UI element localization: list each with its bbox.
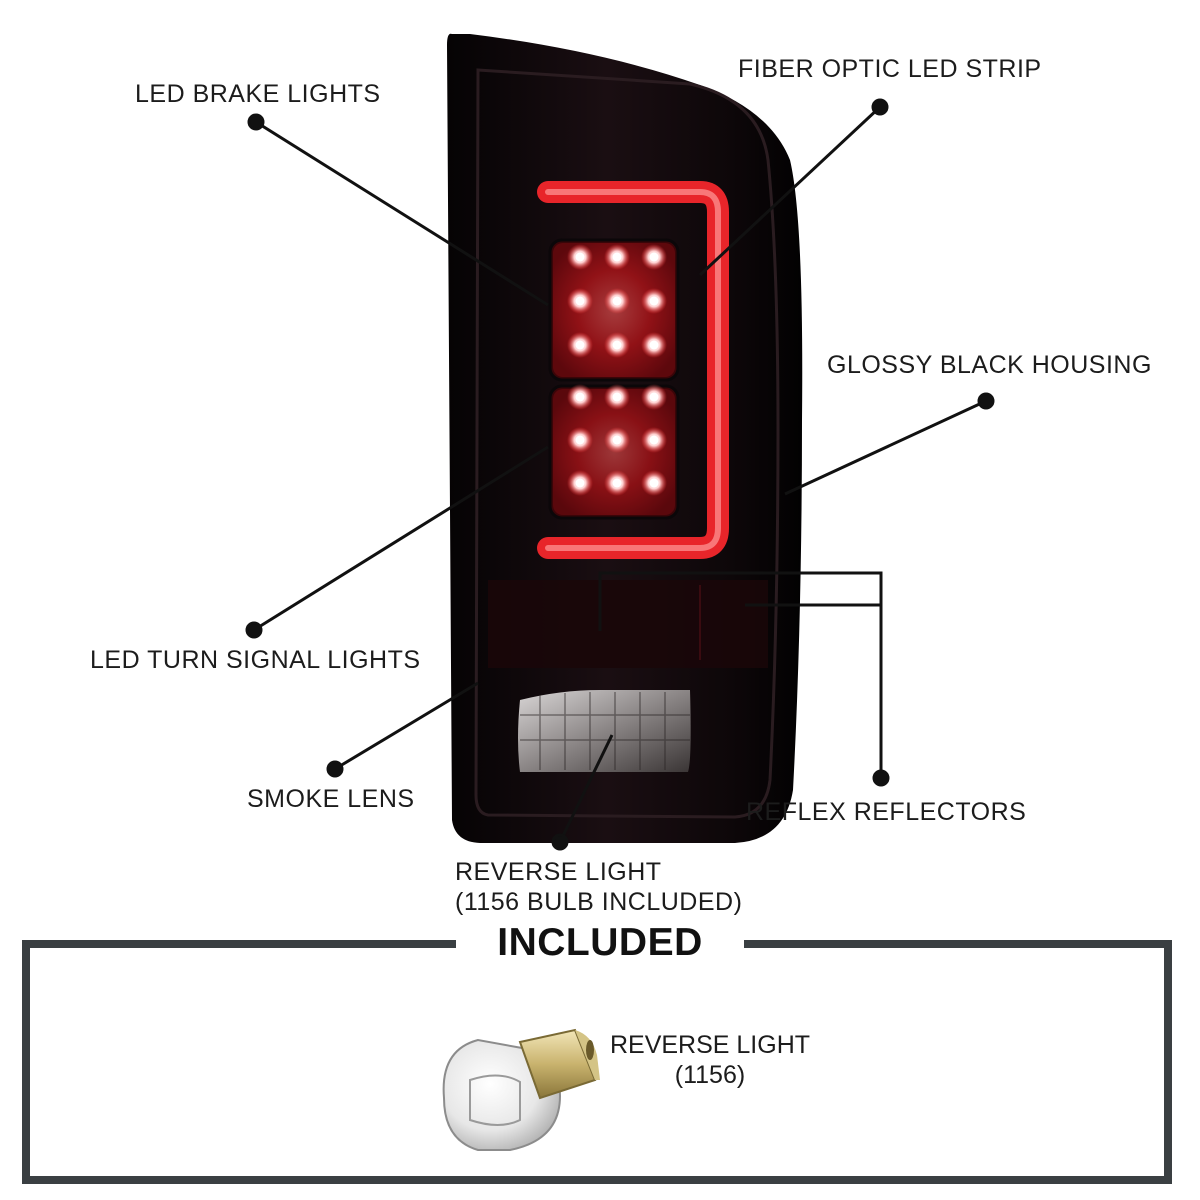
- turn-led-dot: [575, 435, 585, 445]
- turn-led-dot: [612, 392, 622, 402]
- label-fiber-optic-led-strip: FIBER OPTIC LED STRIP: [738, 55, 1042, 83]
- brake-led-dot: [649, 296, 659, 306]
- leader-reflectors: [598, 571, 883, 778]
- turn-led-dot: [575, 478, 585, 488]
- turn-led-dot: [575, 392, 585, 402]
- bulb-1156-image: [442, 1028, 600, 1151]
- leader-reverse: [558, 734, 614, 843]
- leader-smoke: [334, 681, 479, 771]
- turn-led-dot: [649, 478, 659, 488]
- leader-fiber: [698, 105, 882, 277]
- brake-led-dot: [649, 340, 659, 350]
- label-reflex-reflectors: REFLEX REFLECTORS: [746, 798, 1027, 826]
- leader-turn: [253, 445, 549, 632]
- brake-led-dot: [649, 252, 659, 262]
- turn-led-dot: [612, 478, 622, 488]
- brake-led-dot: [575, 252, 585, 262]
- label-reverse-light: REVERSE LIGHT (1156 BULB INCLUDED): [455, 857, 742, 917]
- brake-led-dot: [612, 296, 622, 306]
- leader-brake: [255, 120, 549, 307]
- included-title: INCLUDED: [456, 918, 744, 968]
- brake-led-dot: [575, 340, 585, 350]
- label-smoke-lens: SMOKE LENS: [247, 785, 415, 813]
- turn-led-dot: [649, 435, 659, 445]
- turn-led-dot: [649, 392, 659, 402]
- brake-led-dot: [612, 252, 622, 262]
- reflex-reflector-area: [488, 580, 768, 668]
- included-item-line1: REVERSE LIGHT: [609, 1031, 811, 1059]
- label-reverse-light-line2: (1156 BULB INCLUDED): [455, 888, 743, 916]
- label-led-brake-lights: LED BRAKE LIGHTS: [135, 80, 381, 108]
- included-frame: [22, 940, 1172, 1184]
- housing-bezel: [474, 68, 780, 819]
- leader-housing: [784, 399, 987, 496]
- label-glossy-black-housing: GLOSSY BLACK HOUSING: [827, 351, 1152, 379]
- brake-led-dot: [575, 296, 585, 306]
- brake-led-dot: [612, 340, 622, 350]
- included-item-label: REVERSE LIGHT (1156): [600, 1030, 820, 1090]
- smoke-lens: [518, 690, 691, 772]
- included-item-line2: (1156): [674, 1061, 746, 1089]
- label-reverse-light-line1: REVERSE LIGHT: [455, 858, 662, 886]
- label-led-turn-signal-lights: LED TURN SIGNAL LIGHTS: [90, 646, 421, 674]
- turn-led-dot: [612, 435, 622, 445]
